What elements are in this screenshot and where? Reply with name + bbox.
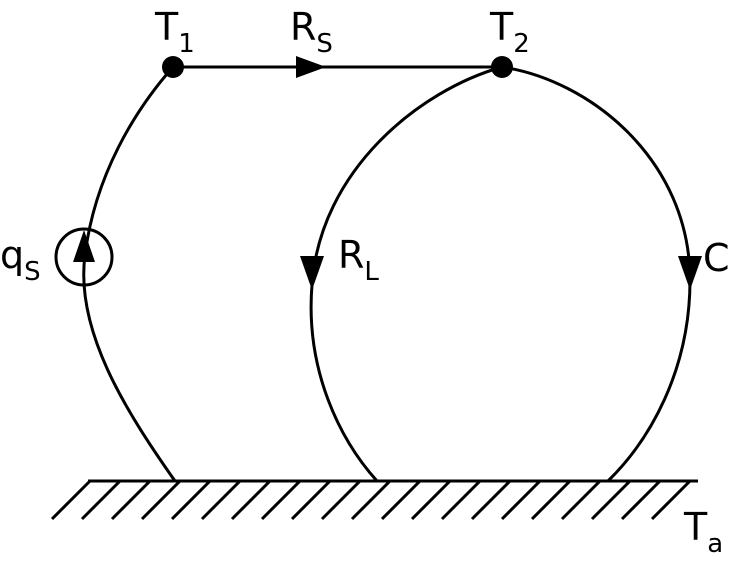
label-rl-main: R <box>338 233 364 277</box>
hatch-line <box>440 479 482 521</box>
hatch-line <box>140 479 182 521</box>
hatch-line <box>320 479 362 521</box>
hatch-line <box>650 479 692 521</box>
ground-hatching <box>50 479 692 521</box>
hatch-line <box>200 479 242 521</box>
label-t1-sub: 1 <box>178 29 195 59</box>
label-rs-sub: S <box>316 29 333 59</box>
label-t2-sub: 2 <box>513 29 530 59</box>
hatch-line <box>530 479 572 521</box>
hatch-line <box>350 479 392 521</box>
heat-source-symbol <box>54 227 114 287</box>
label-c: C <box>703 236 730 280</box>
label-t1: T1 <box>154 5 195 59</box>
label-qs: qS <box>0 233 41 287</box>
label-rs: RS <box>290 5 333 59</box>
label-t2: T2 <box>489 5 530 59</box>
label-c-main: C <box>703 236 730 280</box>
hatch-line <box>620 479 662 521</box>
label-qs-main: q <box>0 233 24 277</box>
hatch-line <box>500 479 542 521</box>
heat-source-branch <box>82 66 177 482</box>
label-rl-sub: L <box>364 257 379 287</box>
node-t2 <box>491 56 513 78</box>
hatch-line <box>80 479 122 521</box>
rs-arrow-icon <box>296 56 326 78</box>
c-edge <box>501 65 692 483</box>
hatch-line <box>50 479 92 521</box>
source-arrow-icon <box>73 230 95 262</box>
label-t1-main: T <box>154 5 179 49</box>
ground-reference <box>50 479 698 521</box>
label-t2-main: T <box>489 5 514 49</box>
hatch-line <box>260 479 302 521</box>
node-t1 <box>162 56 184 78</box>
hatch-line <box>560 479 602 521</box>
hatch-line <box>410 479 452 521</box>
label-ta-main: T <box>683 505 708 549</box>
rl-arrow-icon <box>300 256 324 290</box>
source-circle <box>54 227 114 287</box>
label-rl: RL <box>338 233 379 287</box>
hatch-line <box>110 479 152 521</box>
hatch-line <box>380 479 422 521</box>
label-ta-sub: a <box>707 529 723 559</box>
hatch-line <box>470 479 512 521</box>
label-qs-sub: S <box>24 257 41 287</box>
hatch-line <box>230 479 272 521</box>
label-rs-main: R <box>290 5 316 49</box>
label-ta: Ta <box>683 505 723 559</box>
c-arrow-icon <box>678 256 702 290</box>
hatch-line <box>170 479 212 521</box>
hatch-line <box>590 479 632 521</box>
hatch-line <box>290 479 332 521</box>
